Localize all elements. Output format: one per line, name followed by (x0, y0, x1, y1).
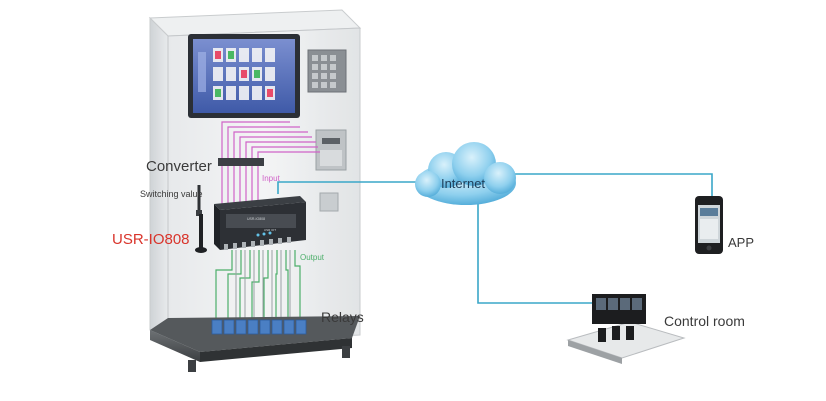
converter-block (218, 158, 264, 166)
label-control-room: Control room (664, 313, 745, 329)
smartphone (695, 196, 723, 254)
relay-bank (211, 319, 307, 335)
label-converter: Converter (146, 158, 212, 175)
control-room-console (566, 294, 686, 364)
device-model-small: USR-IO808 (247, 217, 265, 221)
switching-sensor (196, 185, 202, 216)
keypad (307, 49, 347, 93)
label-switching-value: Switching value (140, 189, 203, 199)
label-app: APP (728, 235, 754, 250)
io808-device: USR-IO808 USR IOT (214, 196, 306, 250)
label-device: USR-IO808 (112, 231, 190, 248)
label-internet: Internet (441, 176, 485, 191)
coin-acceptor (315, 129, 347, 171)
label-relays: Relays (321, 309, 364, 325)
output-wires-grey (235, 250, 291, 322)
label-input: Input (262, 174, 281, 183)
antenna (195, 214, 207, 253)
network-lines (277, 173, 713, 304)
card-reader (319, 192, 339, 212)
touch-screen (188, 34, 300, 118)
label-output: Output (300, 253, 325, 262)
device-brand-small: USR IOT (264, 228, 276, 232)
internet-cloud (415, 142, 516, 205)
input-wires (221, 121, 320, 205)
